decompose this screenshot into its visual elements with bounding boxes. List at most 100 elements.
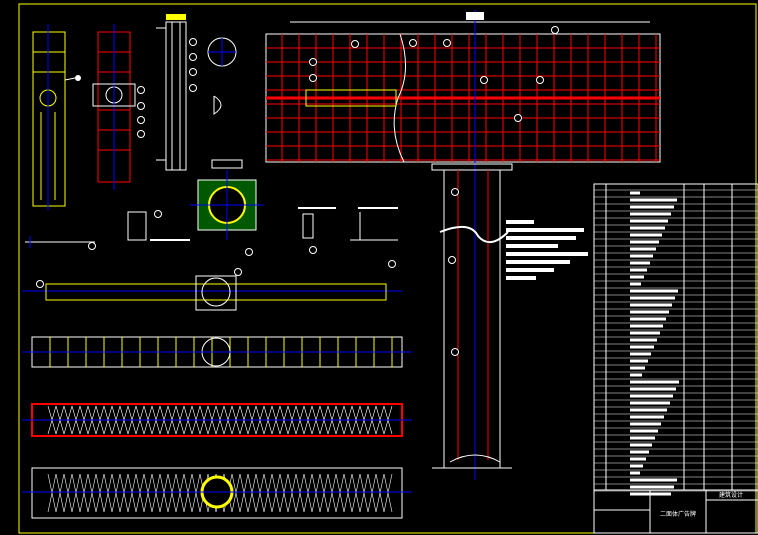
- table-cell-text: [630, 198, 677, 202]
- callout-bubble: [189, 84, 197, 92]
- callout-bubble: [189, 53, 197, 61]
- table-cell-text: [630, 352, 651, 356]
- lattice-member: [191, 473, 201, 513]
- table-cell-text: [630, 296, 675, 300]
- column-detail-yellow: [32, 24, 81, 210]
- table-cell-text: [630, 366, 645, 370]
- table-cell-text: [630, 436, 655, 440]
- table-cell-text: [630, 191, 640, 195]
- project-title: 二面体广告牌: [660, 510, 696, 518]
- lattice-member: [79, 473, 89, 513]
- lattice-member: [111, 473, 121, 513]
- table-cell-text: [630, 471, 640, 475]
- title-block: 二面体广告牌 建筑设计: [593, 489, 758, 534]
- lattice-member: [295, 473, 305, 513]
- lattice-member: [175, 473, 185, 513]
- table-cell-text: [630, 219, 668, 223]
- table-cell-text: [630, 240, 659, 244]
- truss-frame-white: [22, 336, 412, 368]
- lattice-member: [239, 473, 249, 513]
- lattice-member: [343, 473, 353, 513]
- table-cell-text: [630, 303, 672, 307]
- material-schedule-table: [593, 183, 758, 496]
- callout-bubble: [551, 26, 559, 34]
- lattice-member: [303, 473, 313, 513]
- table-cell-text: [630, 408, 667, 412]
- lattice-member: [143, 473, 153, 513]
- lattice-member: [359, 473, 369, 513]
- table-cell-text: [630, 429, 658, 433]
- lattice-member: [311, 473, 321, 513]
- table-cell-text: [630, 268, 647, 272]
- table-cell-text: [630, 212, 671, 216]
- callout-bubble: [154, 210, 162, 218]
- callout-bubble: [536, 76, 544, 84]
- lattice-member: [279, 473, 289, 513]
- lattice-member: [327, 473, 337, 513]
- lattice-member: [383, 473, 393, 513]
- callout-bubble: [245, 248, 253, 256]
- table-cell-text: [630, 254, 653, 258]
- column-elevation: [431, 163, 513, 469]
- table-cell-text: [630, 324, 663, 328]
- table-cell-text: [630, 233, 662, 237]
- lattice-member: [135, 473, 145, 513]
- lattice-member: [255, 473, 265, 513]
- lattice-member: [319, 473, 329, 513]
- table-cell-text: [630, 317, 666, 321]
- lattice-frame-red: [22, 403, 412, 437]
- table-cell-text: [630, 331, 660, 335]
- table-cell-text: [630, 443, 652, 447]
- callout-bubble: [451, 188, 459, 196]
- callout-bubble: [309, 58, 317, 66]
- lattice-member: [263, 473, 273, 513]
- callout-bubbles: [36, 26, 559, 356]
- lattice-member: [119, 473, 129, 513]
- callout-bubble: [514, 114, 522, 122]
- callout-bubble: [137, 130, 145, 138]
- callout-bubble: [234, 268, 242, 276]
- lattice-member: [271, 473, 281, 513]
- table-cell-text: [630, 380, 679, 384]
- lattice-member: [151, 473, 161, 513]
- table-cell-text: [630, 338, 657, 342]
- lattice-member: [367, 473, 377, 513]
- callout-bubble: [443, 39, 451, 47]
- lattice-member: [47, 473, 57, 513]
- callout-bubble: [351, 40, 359, 48]
- lattice-member: [287, 473, 297, 513]
- flange-detail-green: [190, 159, 264, 240]
- column-detail-red: [92, 24, 136, 190]
- column-side-detail: [156, 14, 187, 171]
- drawing-frame: [18, 3, 757, 534]
- table-cell-text: [630, 478, 677, 482]
- table-cell-text: [630, 373, 642, 377]
- table-cell-text: [630, 450, 649, 454]
- lattice-member: [71, 473, 81, 513]
- lattice-member: [167, 473, 177, 513]
- table-cell-text: [630, 464, 643, 468]
- lattice-member: [55, 473, 65, 513]
- lattice-member: [375, 473, 385, 513]
- lattice-member: [351, 473, 361, 513]
- table-cell-text: [630, 282, 641, 286]
- callout-bubble: [448, 256, 456, 264]
- callout-bubble: [137, 116, 145, 124]
- lattice-member: [63, 473, 73, 513]
- lattice-member: [103, 473, 113, 513]
- table-cell-text: [630, 415, 664, 419]
- table-cell-text: [630, 345, 654, 349]
- lattice-member: [183, 473, 193, 513]
- billboard-elevation: [265, 10, 661, 480]
- table-cell-text: [630, 485, 674, 489]
- table-cell-text: [630, 310, 669, 314]
- table-cell-text: [630, 275, 644, 279]
- lattice-member: [159, 473, 169, 513]
- callout-bubble: [189, 68, 197, 76]
- lattice-member: [335, 473, 345, 513]
- callout-bubble: [480, 76, 488, 84]
- lattice-frame-bottom: [22, 467, 412, 519]
- callout-bubble: [137, 86, 145, 94]
- beam-plan: [22, 275, 402, 311]
- table-cell-text: [630, 289, 678, 293]
